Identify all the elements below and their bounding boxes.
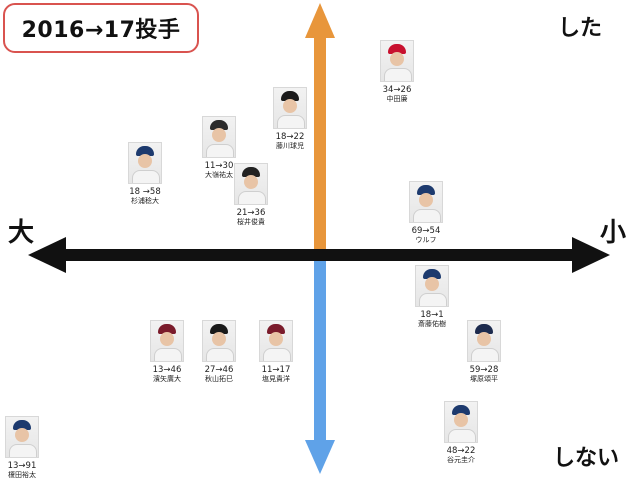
player-photo — [415, 265, 449, 307]
player-card: 21→36 桜井俊貴 — [216, 163, 286, 227]
player-photo — [273, 87, 307, 129]
label-right: 小 — [600, 218, 627, 248]
player-name: 濱矢廣大 — [153, 375, 181, 383]
player-photo — [409, 181, 443, 223]
player-name: 秋山拓巳 — [205, 375, 233, 383]
player-photo — [467, 320, 501, 362]
player-card: 69→54 ウルフ — [391, 181, 461, 245]
player-card: 11→30 大嶺祐太 — [184, 116, 254, 180]
player-name: 榎田裕太 — [8, 471, 36, 479]
number-change: 11→17 — [261, 365, 291, 375]
player-name: 塚原頌平 — [470, 375, 498, 383]
player-photo — [202, 116, 236, 158]
number-change: 13→91 — [7, 461, 37, 471]
player-photo — [234, 163, 268, 205]
number-change: 48→22 — [446, 446, 476, 456]
player-photo — [5, 416, 39, 458]
up-arrowhead — [305, 3, 335, 38]
player-name: ウルフ — [415, 236, 437, 244]
page-title: 2016→17投手 — [21, 18, 181, 43]
player-card: 34→26 中田廉 — [362, 40, 432, 104]
player-card: 59→28 塚原頌平 — [449, 320, 519, 384]
player-photo — [444, 401, 478, 443]
number-change: 18→1 — [420, 310, 444, 320]
left-arrowhead — [28, 237, 66, 273]
player-photo — [150, 320, 184, 362]
down-arrowhead — [305, 440, 335, 474]
number-change: 69→54 — [411, 226, 441, 236]
label-top: した — [558, 16, 603, 41]
player-card: 27→46 秋山拓巳 — [184, 320, 254, 384]
player-name: 斎藤佑樹 — [418, 320, 446, 328]
player-photo — [380, 40, 414, 82]
player-card: 11→17 塩見貴洋 — [241, 320, 311, 384]
number-change: 13→46 — [152, 365, 182, 375]
player-photo — [128, 142, 162, 184]
number-change: 59→28 — [469, 365, 499, 375]
player-photo — [202, 320, 236, 362]
player-name: 藤川球児 — [276, 142, 304, 150]
number-change: 18→22 — [275, 132, 305, 142]
label-left: 大 — [8, 218, 35, 248]
vertical-axis-upper — [314, 30, 326, 255]
player-name: 塩見貴洋 — [262, 375, 290, 383]
player-name: 杉浦稔大 — [131, 197, 159, 205]
player-card: 18→1 斎藤佑樹 — [397, 265, 467, 329]
player-name: 中田廉 — [386, 95, 408, 103]
player-name: 大嶺祐太 — [205, 171, 233, 179]
player-card: 13→91 榎田裕太 — [0, 416, 57, 480]
player-card: 48→22 谷元圭介 — [426, 401, 496, 465]
number-change: 27→46 — [204, 365, 234, 375]
player-card: 18→22 藤川球児 — [255, 87, 325, 151]
vertical-axis-lower — [314, 255, 326, 445]
horizontal-axis — [60, 249, 580, 261]
player-photo — [259, 320, 293, 362]
number-change: 34→26 — [382, 85, 412, 95]
title-box: 2016→17投手 — [3, 3, 199, 53]
player-name: 谷元圭介 — [447, 456, 475, 464]
number-change: 18 →58 — [129, 187, 161, 197]
number-change: 21→36 — [236, 208, 266, 218]
player-card: 18 →58 杉浦稔大 — [110, 142, 180, 206]
player-name: 桜井俊貴 — [237, 218, 265, 226]
player-card: 13→46 濱矢廣大 — [132, 320, 202, 384]
right-arrowhead — [572, 237, 610, 273]
number-change: 11→30 — [204, 161, 234, 171]
label-bottom: しない — [553, 446, 620, 471]
